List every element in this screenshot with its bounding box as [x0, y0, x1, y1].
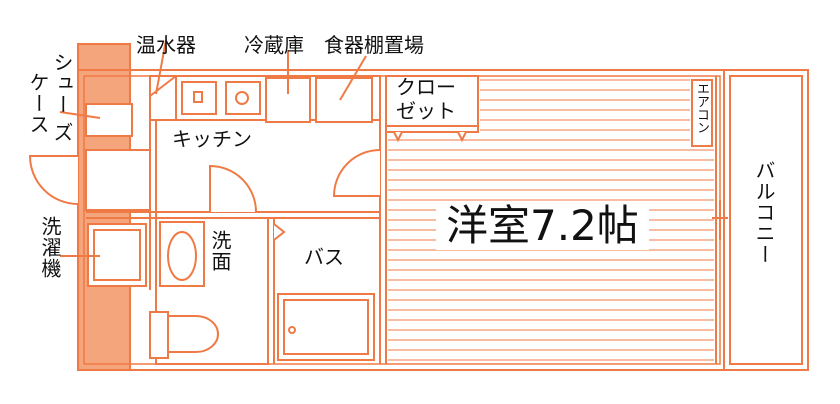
label-washroom: 洗面: [208, 230, 232, 272]
label-kitchen: キッチン: [172, 127, 252, 151]
label-refrigerator: 冷蔵庫: [244, 33, 304, 57]
label-shoe-case-col1: シュー: [50, 52, 74, 115]
label-aircon: エアコン: [693, 82, 709, 134]
label-bath: バス: [304, 245, 344, 269]
toilet-bowl: [167, 315, 219, 353]
dish-shelf-space: [315, 77, 373, 123]
label-western-room: 洋室7.2帖: [436, 201, 649, 251]
label-washer: 洗濯機: [38, 216, 62, 279]
label-closet-line2: ゼット: [396, 99, 456, 123]
balcony: [723, 69, 809, 371]
washroom-door: [209, 164, 257, 213]
label-shoe-case-col2: ケース: [26, 72, 50, 135]
label-shoe-case-col3: ズ: [50, 122, 74, 143]
label-balcony: バルコニー: [752, 160, 776, 265]
flooring-lines: [388, 79, 714, 361]
label-water-heater: 温水器: [136, 33, 196, 57]
room-door: [332, 149, 381, 197]
toilet-tank: [149, 311, 169, 359]
entrance-door: [28, 155, 79, 205]
label-closet-line1: クロー: [396, 75, 456, 99]
label-dish-shelf: 食器棚置場: [324, 33, 424, 57]
shoe-case: [85, 103, 133, 137]
aircon-unit: [691, 79, 713, 147]
entrance-floor: [85, 149, 151, 211]
closet: [385, 75, 479, 133]
water-heater-box: [149, 75, 177, 121]
